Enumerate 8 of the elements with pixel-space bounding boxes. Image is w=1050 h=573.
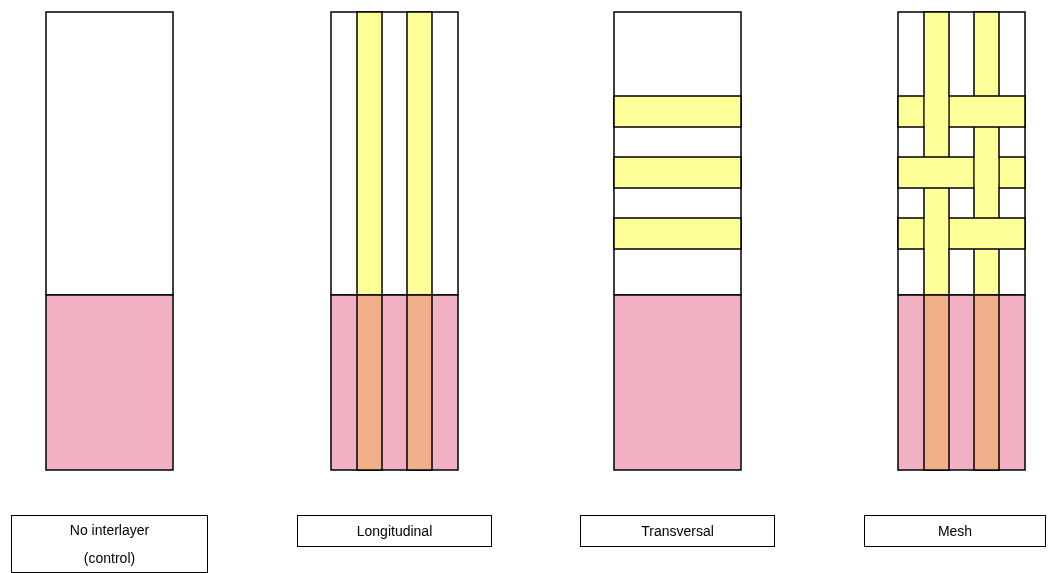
label-box [864, 515, 1046, 547]
label-box [297, 515, 492, 547]
specimen-label: Transversal [641, 522, 714, 541]
specimen-label: Mesh [937, 522, 973, 541]
label-box [11, 515, 208, 573]
specimen-label: No interlayer (control) [68, 521, 151, 568]
label-box [580, 515, 775, 547]
specimen-label: Longitudinal [356, 522, 433, 541]
